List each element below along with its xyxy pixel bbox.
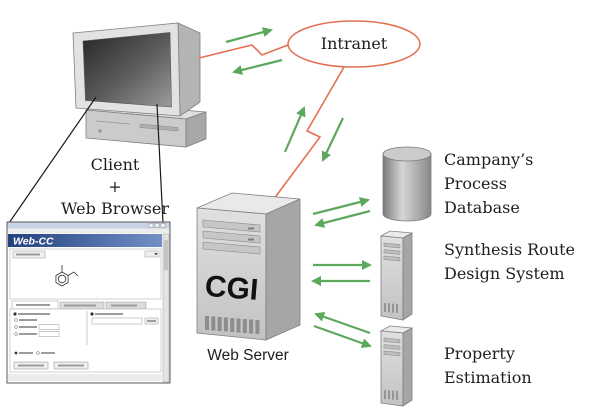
monitor xyxy=(72,22,201,117)
monitor-screen xyxy=(82,32,172,108)
text-placeholder xyxy=(19,333,37,335)
synthesis-system-label: Synthesis Route Design System xyxy=(444,238,584,286)
text-placeholder xyxy=(19,326,37,328)
text-placeholder xyxy=(19,352,33,354)
property-estimation-label: Property Estimation xyxy=(444,342,584,390)
window-titlebar xyxy=(7,222,170,229)
text-placeholder xyxy=(16,304,50,306)
status-bar xyxy=(8,374,162,381)
database-label-line: Campany’s xyxy=(444,150,534,169)
database-label-line: Database xyxy=(444,198,520,217)
radio-button xyxy=(14,332,18,336)
text-placeholder xyxy=(41,352,55,354)
text-placeholder xyxy=(58,364,84,367)
client-label: Client + Web Browser xyxy=(40,154,190,220)
radio-button xyxy=(14,318,18,322)
arrow-webserver-to-intranet xyxy=(283,106,306,153)
app-header-band xyxy=(8,234,162,247)
database-cylinder-icon xyxy=(382,146,432,222)
client-label-plus: + xyxy=(108,177,122,196)
scrollbar xyxy=(162,233,170,383)
text-placeholder xyxy=(19,319,37,321)
form-input xyxy=(91,317,143,325)
chevron-down-icon xyxy=(154,253,158,256)
arrow-database-to-webserver xyxy=(314,209,371,228)
form-input xyxy=(38,331,60,337)
synthesis-label-line: Synthesis Route xyxy=(444,240,576,259)
text-placeholder xyxy=(18,313,50,315)
synthesis-label-line: Design System xyxy=(444,264,565,283)
server-tower-icon xyxy=(379,230,414,321)
database-label: Campany’s Process Database xyxy=(444,148,584,220)
cgi-badge: CGI xyxy=(204,270,260,307)
link-client-intranet xyxy=(198,44,289,59)
text-placeholder xyxy=(64,304,96,307)
radio-button xyxy=(14,351,18,355)
molecule-structure-icon xyxy=(55,265,79,287)
text-placeholder xyxy=(147,320,156,322)
link-intranet-webserver xyxy=(264,66,345,212)
arrow-intranet-to-client xyxy=(232,58,283,75)
intranet-ellipse xyxy=(287,20,421,68)
vent-grille xyxy=(205,316,260,334)
server-tower-icon xyxy=(379,325,414,407)
maximize-icon xyxy=(154,223,160,228)
close-icon xyxy=(160,223,166,228)
form-input xyxy=(38,324,60,330)
arrow-webserver-to-database xyxy=(312,197,370,216)
arrow-intranet-to-webserver xyxy=(321,117,344,162)
arrow-client-to-intranet xyxy=(225,27,273,44)
arrow-property-to-webserver xyxy=(314,311,371,335)
intranet-label: Intranet xyxy=(320,34,388,53)
bullet-icon xyxy=(90,312,94,316)
property-label-line: Estimation xyxy=(444,368,532,387)
text-placeholder xyxy=(111,304,137,307)
client-label-line: Web Browser xyxy=(61,199,169,218)
radio-button xyxy=(36,351,40,355)
text-placeholder xyxy=(18,364,44,367)
browser-toolbar xyxy=(7,228,170,234)
arrow-webserver-to-property xyxy=(313,324,372,349)
property-label-line: Property xyxy=(444,344,515,363)
client-label-line: Client xyxy=(90,155,140,174)
structure-dropdown xyxy=(144,250,160,258)
server-tower-icon: CGI xyxy=(196,192,301,341)
browser-screenshot: Web-CC xyxy=(6,221,171,384)
zoom-line-left xyxy=(8,96,97,224)
text-placeholder xyxy=(16,253,40,256)
text-placeholder xyxy=(95,313,123,315)
scrollbar-thumb xyxy=(163,240,169,270)
zoom-line-right xyxy=(156,103,164,224)
bullet-icon xyxy=(13,312,17,316)
web-server-label: Web Server xyxy=(207,347,289,364)
database-label-line: Process xyxy=(444,174,507,193)
minimize-icon xyxy=(148,223,154,228)
radio-button xyxy=(14,325,18,329)
app-title: Web-CC xyxy=(13,236,54,248)
desktop-computer-icon xyxy=(72,22,207,148)
